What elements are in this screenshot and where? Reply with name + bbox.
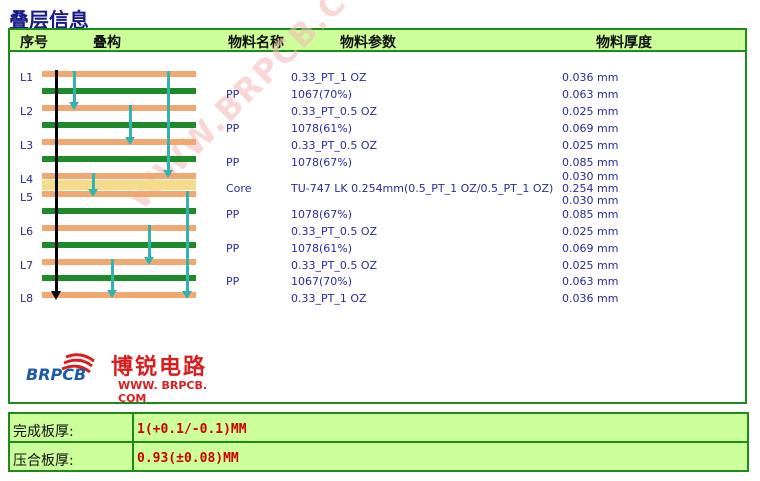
brpcb-logo: BRPCB 博锐电路 WWW. BRPCB. COM [26, 347, 236, 405]
summary-row: 完成板厚: 1(+0.1/-0.1)MM [10, 414, 747, 443]
logo-chinese: 博锐电路 [111, 354, 208, 380]
summary-label: 完成板厚: [10, 414, 134, 441]
col-stack-header: 叠构 [93, 35, 121, 51]
col-material-param-header: 物料参数 [340, 35, 396, 51]
stackup-header: 序号 叠构 物料名称 物料参数 物料厚度 [10, 30, 745, 52]
logo-url: WWW. BRPCB. COM [118, 379, 208, 405]
summary-value: 0.93(±0.08)MM [137, 451, 239, 466]
summary-row: 压合板厚: 0.93(±0.08)MM [10, 443, 747, 470]
logo-swoosh-icon [61, 353, 95, 374]
col-index-header: 序号 [20, 35, 48, 51]
summary-label: 压合板厚: [10, 443, 134, 470]
logo-brand: BRPCB [26, 365, 87, 384]
col-thickness-header: 物料厚度 [596, 35, 652, 51]
summary-table: 完成板厚: 1(+0.1/-0.1)MM 压合板厚: 0.93(±0.08)MM [8, 412, 749, 472]
summary-value: 1(+0.1/-0.1)MM [137, 422, 247, 437]
col-material-name-header: 物料名称 [228, 35, 284, 51]
